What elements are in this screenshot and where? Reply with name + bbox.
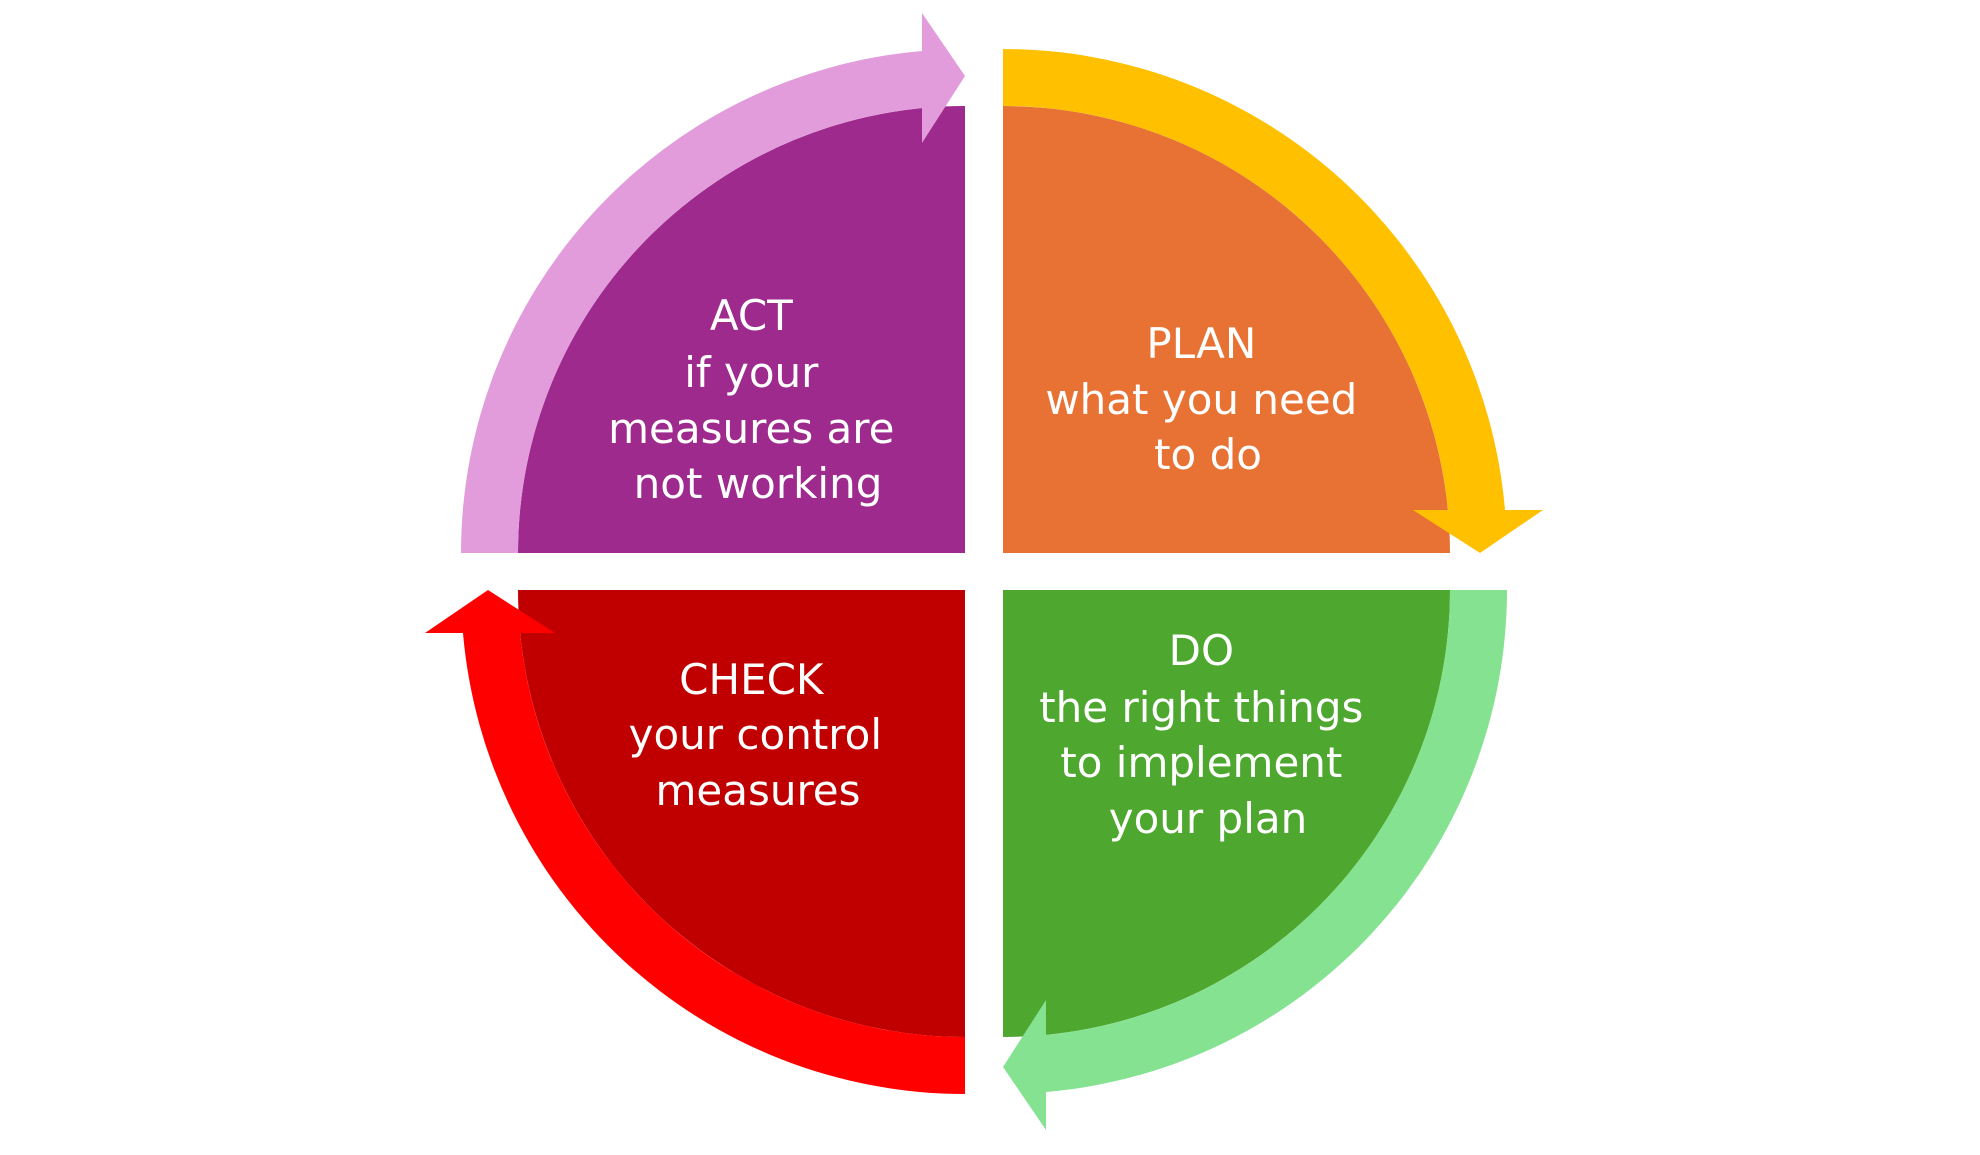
plan-line: to do: [1154, 430, 1262, 479]
check-arrow: [425, 590, 965, 1094]
check-title: CHECK: [679, 655, 825, 704]
act-arrow: [461, 13, 965, 553]
plan-title: PLAN: [1146, 319, 1256, 368]
plan-arrow: [1003, 49, 1543, 553]
plan-label: PLAN what you need to do: [1045, 319, 1370, 479]
do-line: your plan: [1109, 794, 1307, 843]
do-sector: [1003, 590, 1450, 1037]
act-line: measures are: [608, 404, 894, 453]
do-line: to implement: [1060, 738, 1342, 787]
do-quadrant: DO the right things to implement your pl…: [1003, 590, 1507, 1130]
act-title: ACT: [710, 291, 793, 340]
plan-sector: [1003, 106, 1450, 553]
check-line: your control: [629, 710, 882, 759]
do-title: DO: [1169, 626, 1234, 675]
plan-quadrant: PLAN what you need to do: [1003, 49, 1543, 553]
check-quadrant: CHECK your control measures: [425, 590, 965, 1094]
check-line: measures: [655, 766, 860, 815]
act-line: if your: [684, 348, 819, 397]
check-sector: [518, 590, 965, 1037]
act-sector: [518, 106, 965, 553]
do-label: DO the right things to implement your pl…: [1039, 626, 1377, 843]
do-line: the right things: [1039, 683, 1363, 732]
act-line: not working: [634, 459, 883, 508]
check-label: CHECK your control measures: [629, 655, 896, 815]
act-label: ACT if your measures are not working: [608, 291, 908, 508]
plan-line: what you need: [1045, 375, 1357, 424]
do-arrow: [1003, 590, 1507, 1130]
act-quadrant: ACT if your measures are not working: [461, 13, 965, 553]
